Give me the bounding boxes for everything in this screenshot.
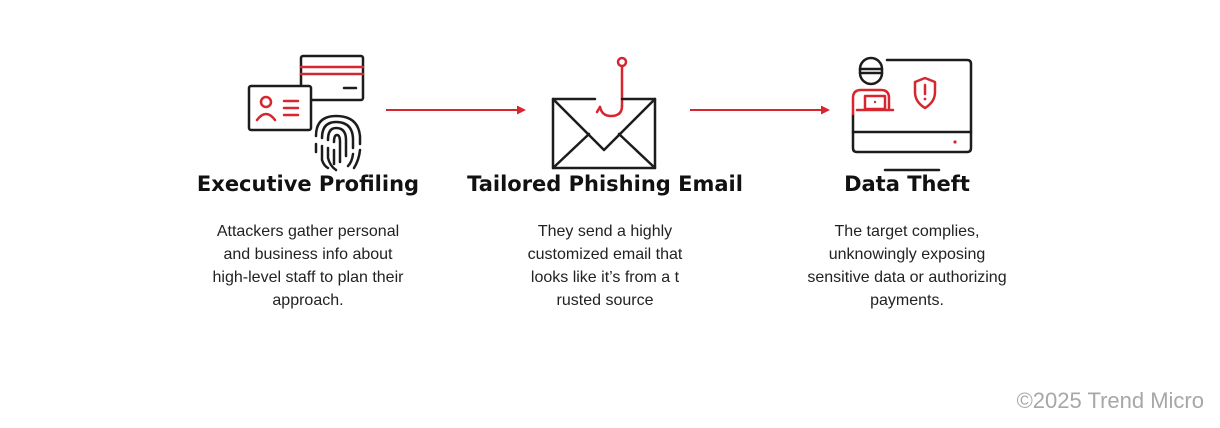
description-line: approach. [272, 292, 344, 309]
arrow-right-icon [690, 105, 830, 115]
description-line: payments. [870, 292, 944, 309]
step-title: Tailored Phishing Email [467, 172, 743, 196]
step-title: Executive Profiling [196, 172, 420, 196]
hacker-monitor-icon [849, 52, 975, 178]
phishing-email-icon [551, 54, 661, 176]
description-line: The target complies, [834, 223, 980, 240]
step-title: Data Theft [844, 172, 970, 196]
description-line: sensitive data or authorizing [807, 269, 1007, 286]
description-line: and business info about [223, 246, 393, 263]
description-line: unknowingly exposing [828, 246, 986, 263]
step-description: They send a highly customized email that… [480, 220, 730, 312]
description-line: customized email that [527, 246, 683, 263]
description-line: high-level staff to plan their [212, 269, 404, 286]
step-description: The target complies, unknowingly exposin… [782, 220, 1032, 312]
description-line: Attackers gather personal [216, 223, 400, 240]
description-line: rusted source [556, 292, 654, 309]
id-card-fingerprint-icon [246, 52, 371, 181]
copyright-text: ©2025 Trend Micro [1016, 388, 1204, 413]
description-line: They send a highly [537, 223, 673, 240]
description-line: looks like it’s from a t [530, 269, 680, 286]
step-description: Attackers gather personal and business i… [183, 220, 433, 312]
arrow-right-icon [386, 105, 526, 115]
